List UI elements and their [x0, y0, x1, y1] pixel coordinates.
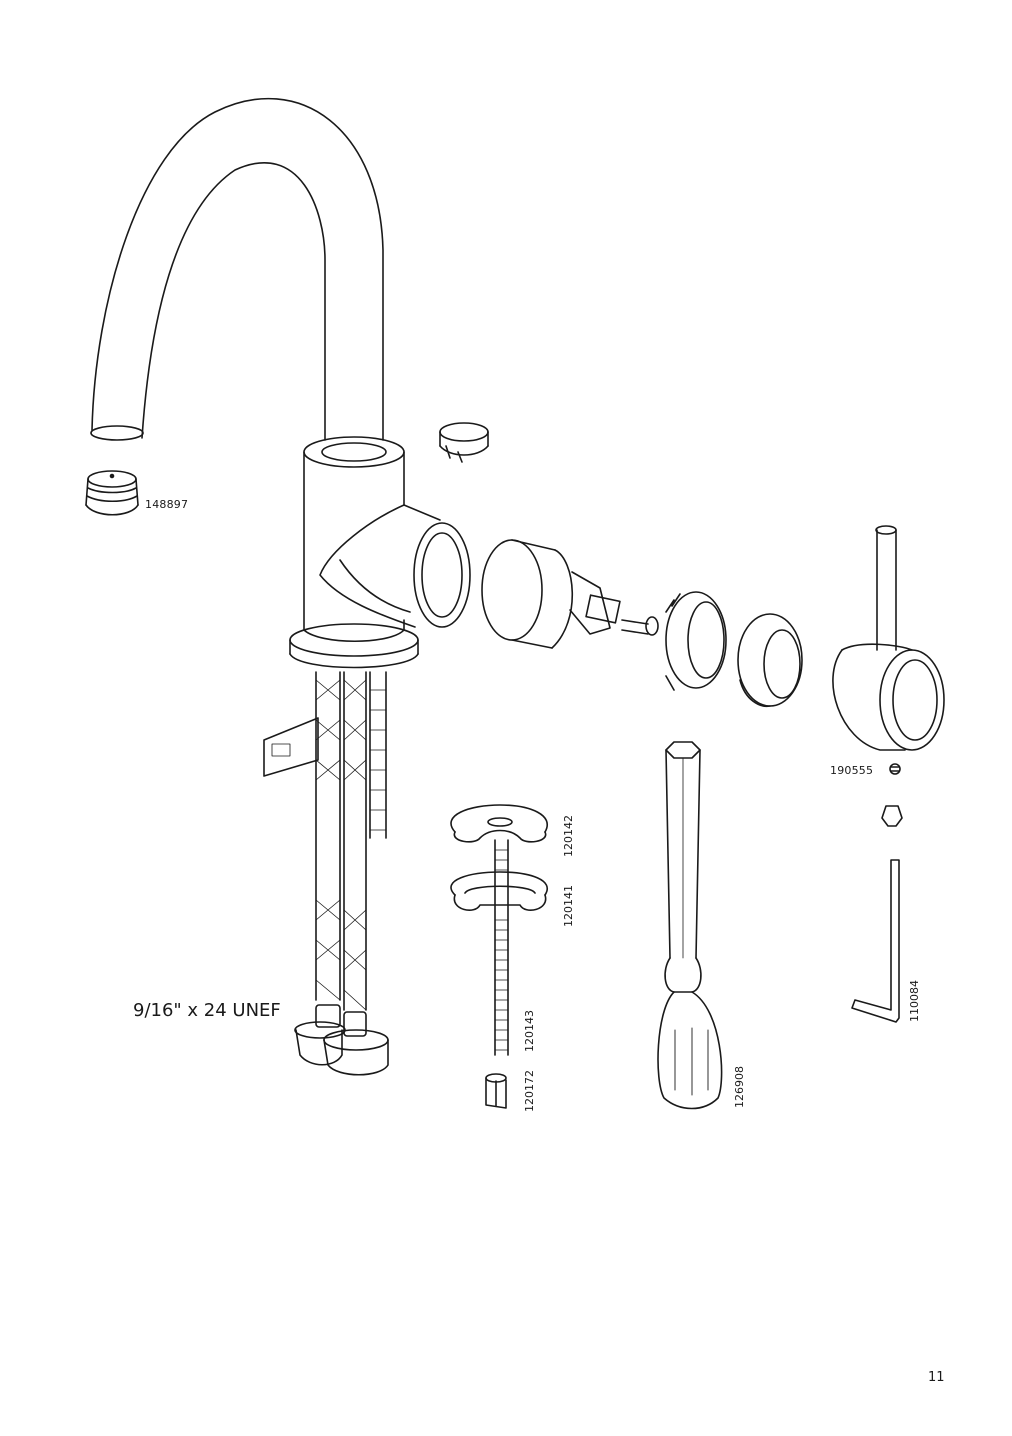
- part-number-threaded-rod: 120143: [523, 1010, 536, 1052]
- bonnet-nut: [665, 591, 727, 691]
- set-screw: [889, 763, 901, 775]
- hex-insert: [881, 805, 903, 827]
- c-washer: [450, 804, 548, 843]
- part-number-horseshoe-washer: 120141: [562, 885, 575, 927]
- horseshoe-washer: [450, 871, 548, 911]
- retaining-clip: [439, 422, 489, 463]
- decorative-sleeve: [737, 613, 803, 708]
- aerator: [85, 470, 139, 516]
- faucet-body: [289, 436, 471, 669]
- tube-wrench: [657, 741, 723, 1110]
- page-number: 11: [928, 1370, 945, 1385]
- part-number-tube-wrench: 126908: [733, 1066, 746, 1108]
- part-number-set-screw: 190555: [830, 764, 874, 777]
- coupling-nut: [485, 1073, 507, 1109]
- cartridge: [481, 539, 659, 649]
- part-number-c-washer: 120142: [562, 815, 575, 857]
- thread-specification: 9/16" x 24 UNEF: [133, 1000, 281, 1021]
- part-number-aerator: 148897: [145, 498, 189, 511]
- threaded-rod: [494, 839, 509, 1056]
- allen-key: [851, 859, 900, 1023]
- faucet-spout: [90, 97, 384, 441]
- part-number-nut: 120172: [523, 1070, 536, 1112]
- handle-lever: [832, 525, 945, 751]
- supply-hoses: [263, 671, 389, 1076]
- part-number-allen-key: 110084: [908, 980, 921, 1022]
